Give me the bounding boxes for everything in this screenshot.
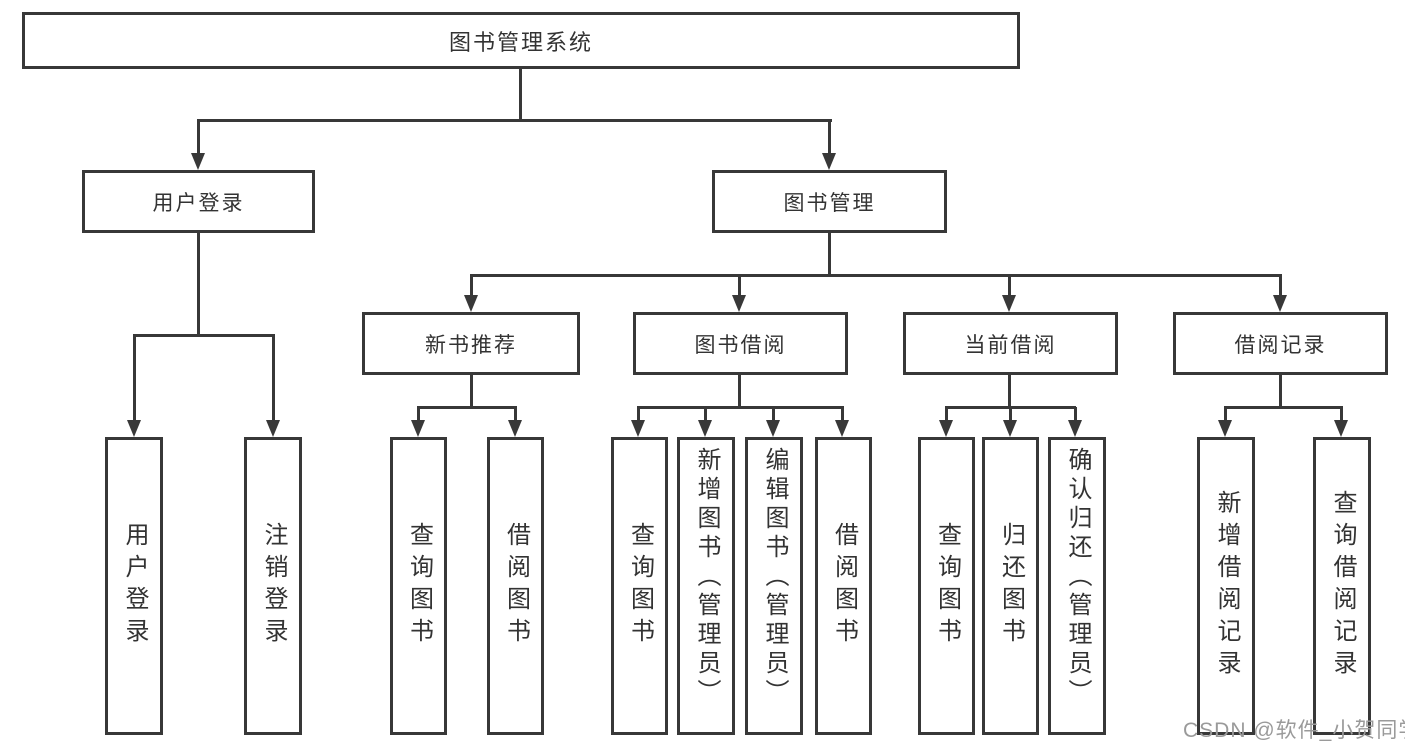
leaf-confirm-return-admin-label: 确认归还（管理员） <box>1064 447 1091 708</box>
arrow-borrow-records-leaf-2 <box>1334 407 1348 437</box>
leaf-add-book-admin: 新增图书（管理员） <box>677 437 735 735</box>
leaf-user-login-label: 用户登录 <box>121 522 148 650</box>
leaf-newbook-query: 查询图书 <box>390 437 447 735</box>
connector-new-book-split <box>417 406 517 409</box>
node-book-borrow: 图书借阅 <box>633 312 848 375</box>
connector-book-management-stem <box>828 233 831 277</box>
arrow-book-borrow-leaf-1 <box>631 407 645 437</box>
connector-borrow-records-stem <box>1279 375 1282 409</box>
connector-book-borrow-split <box>637 406 844 409</box>
leaf-add-borrow-record-label: 新增借阅记录 <box>1213 490 1240 682</box>
arrow-new-book-leaf-2 <box>508 407 522 437</box>
connector-new-book-stem <box>470 375 473 409</box>
node-borrow-records: 借阅记录 <box>1173 312 1388 375</box>
leaf-borrow-query-label: 查询图书 <box>626 522 654 650</box>
leaf-current-query-label: 查询图书 <box>933 522 961 650</box>
leaf-confirm-return-admin: 确认归还（管理员） <box>1048 437 1106 735</box>
leaf-newbook-query-label: 查询图书 <box>405 522 433 650</box>
connector-book-borrow-stem <box>738 375 741 409</box>
arrow-new-book-leaf-1 <box>411 407 425 437</box>
leaf-return-book: 归还图书 <box>982 437 1039 735</box>
leaf-borrow-book-label: 借阅图书 <box>830 522 858 650</box>
arrow-down-to-borrow-records <box>1273 275 1287 312</box>
leaf-current-query: 查询图书 <box>918 437 975 735</box>
connector-root-stem <box>519 68 522 121</box>
arrow-down-to-user-login <box>191 120 205 170</box>
arrow-current-borrow-leaf-3 <box>1068 407 1082 437</box>
leaf-newbook-borrow: 借阅图书 <box>487 437 544 735</box>
connector-borrow-records-split <box>1224 406 1343 409</box>
arrow-book-borrow-leaf-3 <box>766 407 780 437</box>
arrow-down-to-current-borrow <box>1002 275 1016 312</box>
leaf-logout-label: 注销登录 <box>260 522 287 650</box>
arrow-current-borrow-leaf-2 <box>1003 407 1017 437</box>
leaf-query-borrow-record-label: 查询借阅记录 <box>1329 490 1356 682</box>
leaf-add-borrow-record: 新增借阅记录 <box>1197 437 1255 735</box>
csdn-watermark: CSDN @软件_小贺同学 <box>1183 719 1405 742</box>
node-root: 图书管理系统 <box>22 12 1020 69</box>
node-book-management: 图书管理 <box>712 170 947 233</box>
leaf-newbook-borrow-label: 借阅图书 <box>502 522 530 650</box>
leaf-return-book-label: 归还图书 <box>997 522 1025 650</box>
arrow-down-to-new-book <box>464 275 478 312</box>
arrow-down-to-leaf-login <box>127 335 141 437</box>
node-new-book-recommend: 新书推荐 <box>362 312 580 375</box>
arrow-book-borrow-leaf-4 <box>835 407 849 437</box>
leaf-query-borrow-record: 查询借阅记录 <box>1313 437 1371 735</box>
leaf-add-book-admin-label: 新增图书（管理员） <box>693 447 720 708</box>
arrow-book-borrow-leaf-2 <box>698 407 712 437</box>
node-current-borrow: 当前借阅 <box>903 312 1118 375</box>
connector-user-login-stem <box>197 233 200 336</box>
node-user-login: 用户登录 <box>82 170 315 233</box>
connector-root-split <box>197 119 832 122</box>
arrow-current-borrow-leaf-1 <box>939 407 953 437</box>
leaf-user-login: 用户登录 <box>105 437 163 735</box>
leaf-logout: 注销登录 <box>244 437 302 735</box>
arrow-down-to-book-borrow <box>732 275 746 312</box>
arrow-borrow-records-leaf-1 <box>1218 407 1232 437</box>
arrow-down-to-book-management <box>822 120 836 170</box>
connector-user-login-split <box>133 334 275 337</box>
connector-book-management-split <box>470 274 1282 277</box>
connector-current-borrow-stem <box>1008 375 1011 409</box>
leaf-borrow-query: 查询图书 <box>611 437 668 735</box>
leaf-edit-book-admin: 编辑图书（管理员） <box>745 437 803 735</box>
arrow-down-to-leaf-logout <box>266 335 280 437</box>
leaf-edit-book-admin-label: 编辑图书（管理员） <box>761 447 788 708</box>
leaf-borrow-book: 借阅图书 <box>815 437 872 735</box>
